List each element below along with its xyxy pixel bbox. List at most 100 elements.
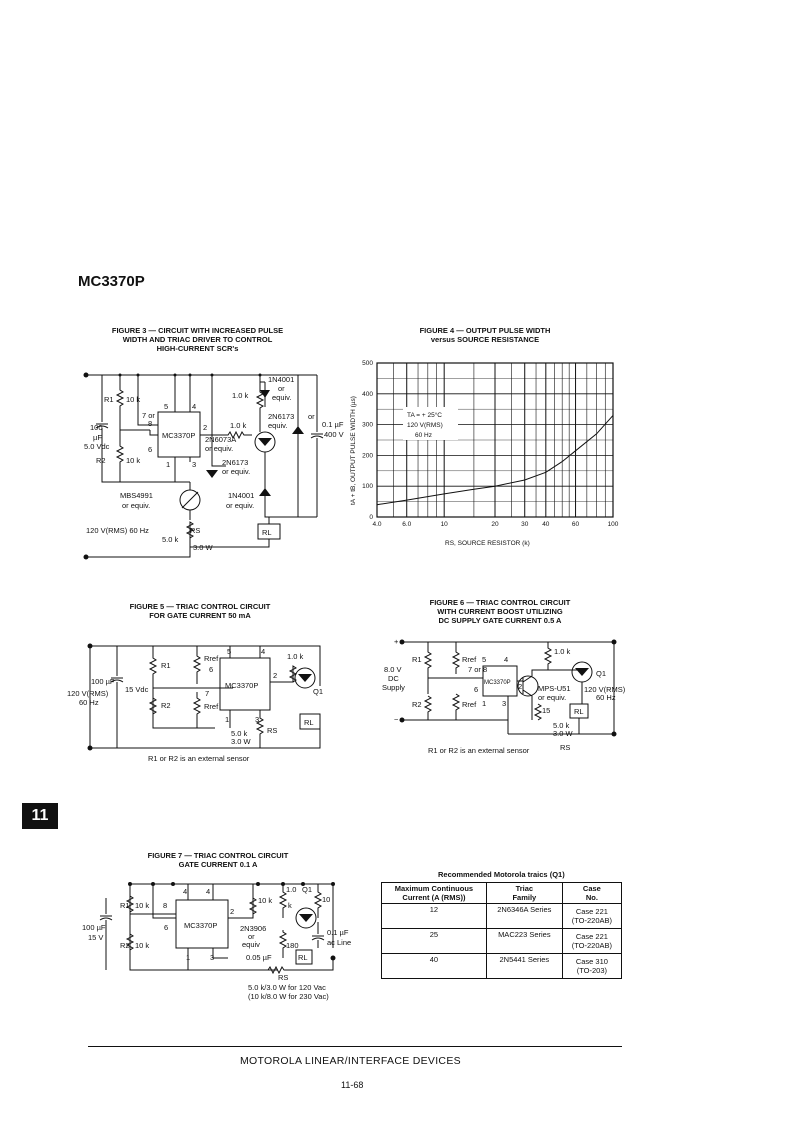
- svg-text:+: +: [394, 637, 399, 646]
- x-tick-label: 100: [608, 521, 619, 528]
- table-row: 40 2N5441 Series Case 310(TO-203): [381, 953, 623, 979]
- table-row: 12 2N6346A Series Case 221(TO-220AB): [381, 903, 623, 929]
- table-title: Recommended Motorola traics (Q1): [438, 870, 565, 879]
- q1-label: Q1: [596, 669, 606, 678]
- cap-label: 0.05 µF: [246, 953, 272, 962]
- x-axis-label: RS, SOURCE RESISTOR (k): [445, 540, 530, 547]
- ic-label: MC3370P: [162, 431, 195, 440]
- r1-label: R1: [412, 655, 422, 664]
- table-cell: 2N6346A Series: [485, 903, 563, 929]
- rs-value: 5.0 k: [553, 721, 570, 730]
- resistor-label: 15: [542, 706, 550, 715]
- rs-label: RS: [190, 526, 200, 535]
- voltage-label: 15 V: [88, 933, 103, 942]
- cap-label: 100 µF: [82, 923, 106, 932]
- ic-label: MC3370P: [484, 680, 511, 686]
- diode-label: 1N4001: [268, 375, 294, 384]
- pin-label: 3: [255, 715, 259, 724]
- caption-line: FIGURE 6 — TRIAC CONTROL CIRCUIT: [429, 598, 571, 607]
- pin-label: 6: [164, 923, 168, 932]
- rref-label: Rref: [462, 655, 477, 664]
- caption-line: FIGURE 4 — OUTPUT PULSE WIDTH: [419, 326, 551, 335]
- part-number-heading: MC3370P: [78, 273, 145, 290]
- table-cell: Case 221(TO-220AB): [561, 903, 623, 929]
- footer-rule: [88, 1046, 622, 1047]
- table-cell: Case 221(TO-220AB): [561, 928, 623, 954]
- rl-label: RL: [304, 718, 314, 727]
- pin-label: 2: [273, 671, 277, 680]
- figure5-note: R1 or R2 is an external sensor: [148, 754, 250, 763]
- x-tick-label: 4.0: [372, 521, 381, 528]
- q1-label: Q1: [313, 687, 323, 696]
- table-cell: 25: [381, 928, 487, 954]
- table-cell: 2N5441 Series: [485, 953, 563, 979]
- caption-line: DC SUPPLY GATE CURRENT 0.5 A: [438, 616, 562, 625]
- pin-label: 2: [203, 423, 207, 432]
- supply-label: Supply: [382, 683, 405, 692]
- note-line: 5.0 k/3.0 W for 120 Vac: [248, 983, 326, 992]
- r1-value: 10 k: [135, 901, 149, 910]
- caption-line: FIGURE 7 — TRIAC CONTROL CIRCUIT: [147, 851, 289, 860]
- pin-label: 8: [148, 419, 152, 428]
- x-tick-label: 6.0: [402, 521, 411, 528]
- rref-label: Rref: [204, 654, 219, 663]
- note-line: (10 k/8.0 W for 230 Vac): [248, 992, 329, 1001]
- rref-label: Rref: [462, 700, 477, 709]
- table-cell: MAC223 Series: [485, 928, 563, 954]
- voltage-label: 8.0 V: [384, 665, 402, 674]
- r1-label: R1: [120, 901, 130, 910]
- y-tick-label: 200: [362, 452, 373, 459]
- resistor-label: 1.0: [286, 885, 296, 894]
- hz-label: 60 Hz: [79, 698, 99, 707]
- rref-label: Rref: [204, 702, 219, 711]
- diode-label: or equiv.: [226, 501, 254, 510]
- footer-title: MOTOROLA LINEAR/INTERFACE DEVICES: [240, 1055, 461, 1067]
- diode-label: 1N4001: [228, 491, 254, 500]
- pin-label: 4: [504, 655, 508, 664]
- cap-label: 100 µF: [91, 677, 115, 686]
- acline-label: ac Line: [327, 938, 351, 947]
- r1-label: R1: [161, 661, 171, 670]
- hz-label: 60 Hz: [596, 693, 616, 702]
- r1-label: R1: [104, 395, 114, 404]
- q1-label: Q1: [302, 885, 312, 894]
- rs-label: RS: [267, 726, 277, 735]
- x-tick-label: 10: [441, 521, 449, 528]
- vdc-label: 15 Vdc: [125, 685, 149, 694]
- pin-label: 4: [206, 887, 210, 896]
- figure7-note: 5.0 k/3.0 W for 120 Vac (10 k/8.0 W for …: [248, 983, 329, 1001]
- table-cell: 40: [381, 953, 487, 979]
- scr-label: 2N6173: [222, 458, 248, 467]
- figure3-schematic: R1 10 k R2 10 k 100 µF 5.0 Vdc MC3370P 5…: [83, 372, 344, 560]
- pin-label: 1: [166, 460, 170, 469]
- rs-watt: 3.0 W: [193, 543, 214, 552]
- pin-label: 1: [482, 699, 486, 708]
- mbs-label: or equiv.: [122, 501, 150, 510]
- cap-label: 100: [90, 423, 103, 432]
- figure5-caption: FIGURE 5 — TRIAC CONTROL CIRCUIT FOR GAT…: [100, 602, 300, 620]
- transistor-label: 2N3906: [240, 924, 266, 933]
- caption-line: FOR GATE CURRENT 50 mA: [149, 611, 251, 620]
- pin-label: 8: [163, 901, 167, 910]
- svg-text:−: −: [394, 715, 399, 724]
- pin-label: 7: [205, 689, 209, 698]
- table-cell: 12: [381, 903, 487, 929]
- resistor-label: 1.0 k: [287, 652, 304, 661]
- pin-label: 3: [502, 699, 506, 708]
- rs-value: 5.0 k: [231, 729, 248, 738]
- pin-label: 6: [474, 685, 478, 694]
- pin-label: 5: [164, 402, 168, 411]
- caption-line: HIGH-CURRENT SCR's: [156, 344, 239, 353]
- triac-label: 2N6073A: [205, 435, 236, 444]
- pin-label: 2: [230, 907, 234, 916]
- resistor-label: k: [288, 901, 292, 910]
- mbs-label: MBS4991: [120, 491, 153, 500]
- r1-value: 10 k: [126, 395, 140, 404]
- pin-label: 7 or: [142, 411, 155, 420]
- rl-label: RL: [574, 707, 584, 716]
- figure6-caption: FIGURE 6 — TRIAC CONTROL CIRCUIT WITH CU…: [415, 598, 585, 625]
- cap-label: 0.1 µF: [322, 420, 344, 429]
